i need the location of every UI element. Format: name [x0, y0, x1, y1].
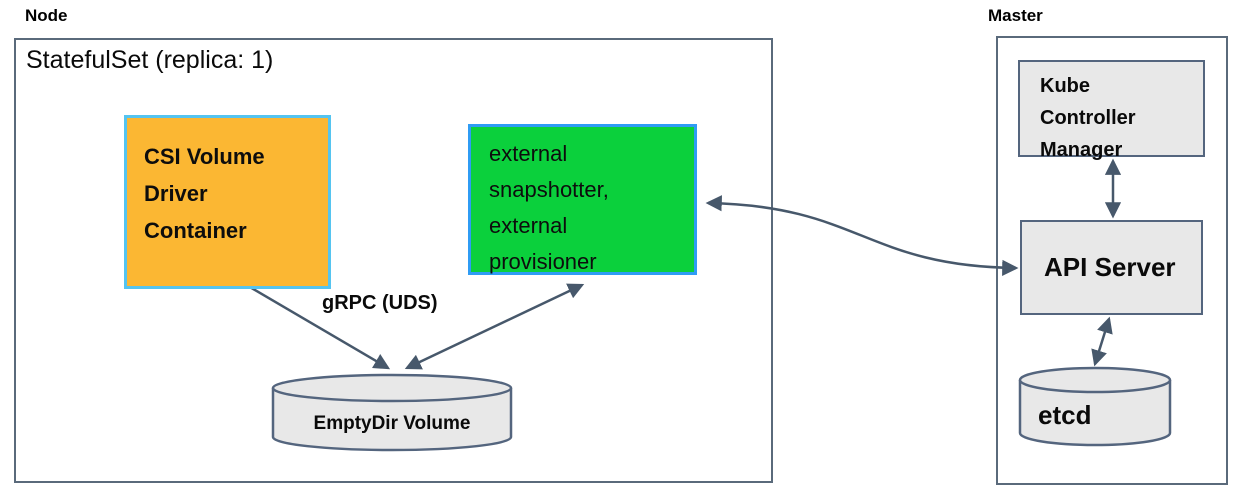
- etcd-label: etcd: [1038, 400, 1092, 430]
- kcm-box-line: Kube: [1040, 75, 1090, 97]
- csi-box-line: CSI Volume: [144, 144, 265, 169]
- csi-volume-driver-box: CSI Volume Driver Container: [124, 115, 331, 289]
- provisioner-box-line: external: [489, 213, 568, 238]
- arrow-provisioner-emptydir: [404, 283, 585, 370]
- kcm-box-line: Manager: [1040, 139, 1123, 161]
- emptydir-volume-label: EmptyDir Volume: [313, 413, 471, 434]
- kube-controller-manager-box: Kube Controller Manager: [1018, 60, 1205, 161]
- arrow-provisioner-apiserver: [705, 195, 1019, 276]
- csi-box-line: Container: [144, 218, 247, 243]
- statefulset-label: StatefulSet (replica: 1): [26, 46, 274, 74]
- emptydir-cylinder: [271, 373, 513, 452]
- api-server-label: API Server: [1044, 252, 1176, 282]
- arrow-apiserver-etcd: [1091, 316, 1113, 367]
- provisioner-box-line: external: [489, 141, 568, 166]
- csi-box-line: Driver: [144, 181, 208, 206]
- provisioner-box-line: provisioner: [489, 249, 597, 274]
- node-group-label: Node: [25, 6, 68, 25]
- external-provisioner-box: external snapshotter, external provision…: [468, 124, 697, 275]
- kcm-box-line: Controller: [1040, 107, 1136, 129]
- master-group-label: Master: [988, 6, 1043, 25]
- etcd-cylinder: [1018, 366, 1172, 447]
- provisioner-box-line: snapshotter,: [489, 177, 609, 202]
- grpc-uds-label: gRPC (UDS): [322, 292, 438, 314]
- api-server-box: API Server: [1020, 220, 1203, 315]
